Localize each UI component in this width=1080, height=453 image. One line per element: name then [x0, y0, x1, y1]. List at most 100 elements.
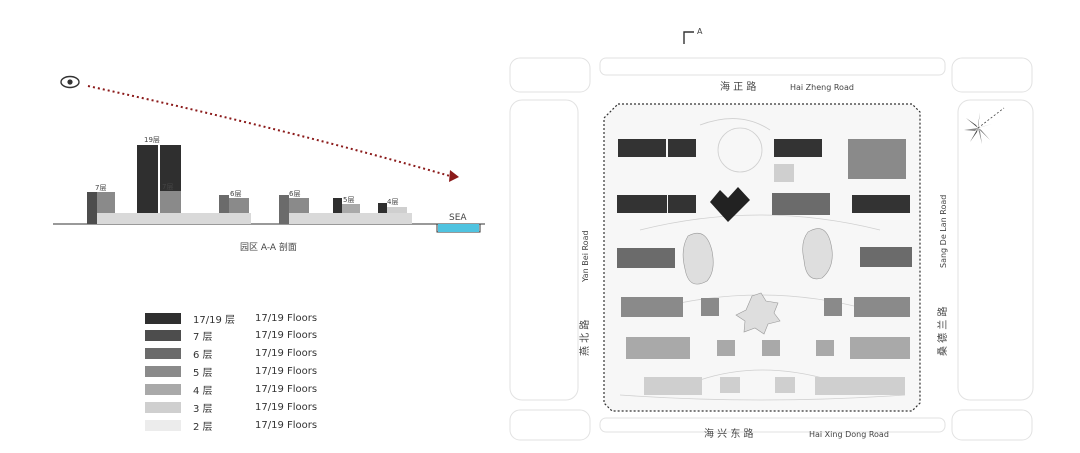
plan-building — [617, 248, 675, 268]
building-tower — [160, 145, 181, 191]
legend-swatch — [145, 383, 181, 395]
legend-row: 5 层 17/19 Floors — [145, 364, 318, 379]
legend-swatch — [145, 347, 181, 359]
landscape-area — [802, 228, 833, 280]
legend-row: 6 层 17/19 Floors — [145, 346, 318, 361]
building — [97, 192, 115, 213]
section-marker-icon — [683, 31, 694, 44]
floor-label: 6层 — [230, 190, 241, 198]
building — [160, 191, 181, 213]
sightline — [87, 85, 451, 177]
plan-building — [848, 139, 906, 179]
legend-cn: 4 层 — [193, 385, 213, 397]
building-tower — [137, 145, 158, 213]
plan-building — [617, 195, 667, 213]
plan-building — [845, 377, 905, 395]
section-marker-label: A — [697, 27, 703, 36]
plan-building — [774, 139, 822, 157]
legend-en: 17/19 Floors — [255, 365, 318, 377]
legend-cn: 17/19 层 — [193, 314, 235, 326]
building — [387, 207, 407, 213]
podium — [96, 213, 251, 224]
building — [279, 195, 289, 224]
road-label-south-cn: 海 兴 东 路 — [704, 427, 754, 440]
floor-label: 7层 — [95, 184, 106, 192]
plan-building — [775, 377, 795, 393]
legend-swatch — [145, 312, 181, 324]
plan-building — [621, 297, 683, 317]
north-arrow-icon — [964, 107, 1005, 144]
legend-cn: 3 层 — [193, 403, 213, 415]
legend-en: 17/19 Floors — [255, 347, 318, 359]
building — [342, 204, 360, 213]
plan-building — [618, 139, 666, 157]
legend-en: 17/19 Floors — [255, 419, 318, 431]
legend-cn: 6 层 — [193, 349, 213, 361]
sea — [438, 224, 479, 232]
plan-building — [850, 337, 910, 359]
building — [219, 195, 229, 213]
legend-row: 3 层 17/19 Floors — [145, 400, 318, 415]
central-pavilion — [710, 187, 750, 222]
site-plan: A — [509, 27, 1034, 441]
plan-building — [626, 337, 690, 359]
eye-icon — [60, 75, 80, 89]
plan-building — [852, 195, 910, 213]
legend-en: 17/19 Floors — [255, 329, 318, 341]
legend-en: 17/19 Floors — [255, 383, 318, 395]
plan-building — [854, 297, 910, 317]
legend-row: 4 层 17/19 Floors — [145, 382, 318, 397]
legend-swatch — [145, 401, 181, 413]
plan-building — [824, 298, 842, 316]
legend-cn: 7 层 — [193, 331, 213, 343]
legend-swatch — [145, 419, 181, 431]
road-label-north-cn: 海 正 路 — [720, 80, 756, 93]
legend-row: 7 层 17/19 Floors — [145, 328, 318, 343]
road-label-north-en: Hai Zheng Road — [790, 83, 854, 92]
section-drawing: SEA 7层 19层 7层 6层 6层 5层 4层 园区 A-A 剖面 — [53, 75, 485, 253]
floor-label: 19层 — [144, 136, 160, 144]
road-label-east-cn: 桑 德 兰 路 — [936, 306, 949, 356]
plan-building — [816, 340, 834, 356]
legend-row: 17/19 层 17/19 Floors — [145, 311, 318, 326]
building — [229, 198, 249, 213]
legend-en: 17/19 Floors — [255, 312, 318, 324]
floor-label: 7层 — [162, 183, 173, 191]
legend-cn: 2 层 — [193, 421, 213, 433]
plan-building — [815, 377, 845, 395]
section-caption: 园区 A-A 剖面 — [240, 241, 297, 253]
plan-building — [720, 377, 740, 393]
road-label-west-en: Yan Bei Road — [581, 230, 590, 283]
landscape-area — [682, 232, 714, 285]
plan-building — [668, 195, 696, 213]
road-label-west-cn: 燕 北 路 — [578, 320, 591, 356]
floor-label: 4层 — [387, 198, 398, 206]
legend-en: 17/19 Floors — [255, 401, 318, 413]
road-label-east-en: Sang De Lan Road — [939, 195, 948, 268]
plan-building — [774, 164, 794, 182]
building — [333, 198, 342, 213]
plan-building — [860, 247, 912, 267]
sea-label: SEA — [449, 213, 467, 223]
building — [378, 203, 387, 213]
plan-building — [717, 340, 735, 356]
floor-label: 6层 — [289, 190, 300, 198]
legend-row: 2 层 17/19 Floors — [145, 418, 318, 433]
plan-building — [701, 298, 719, 316]
building — [87, 192, 97, 224]
sightline-arrow-icon — [449, 170, 459, 182]
plan-building — [772, 193, 830, 215]
podium — [288, 213, 412, 224]
road-label-south-en: Hai Xing Dong Road — [809, 430, 889, 439]
legend-cn: 5 层 — [193, 367, 213, 379]
plan-building — [668, 139, 696, 157]
floor-label: 5层 — [343, 196, 354, 204]
plan-building — [644, 377, 702, 395]
legend-swatch — [145, 329, 181, 341]
landscape-area — [735, 292, 781, 335]
legend-swatch — [145, 365, 181, 377]
site-boundary — [603, 103, 921, 412]
plan-building — [762, 340, 780, 356]
building — [289, 198, 309, 213]
